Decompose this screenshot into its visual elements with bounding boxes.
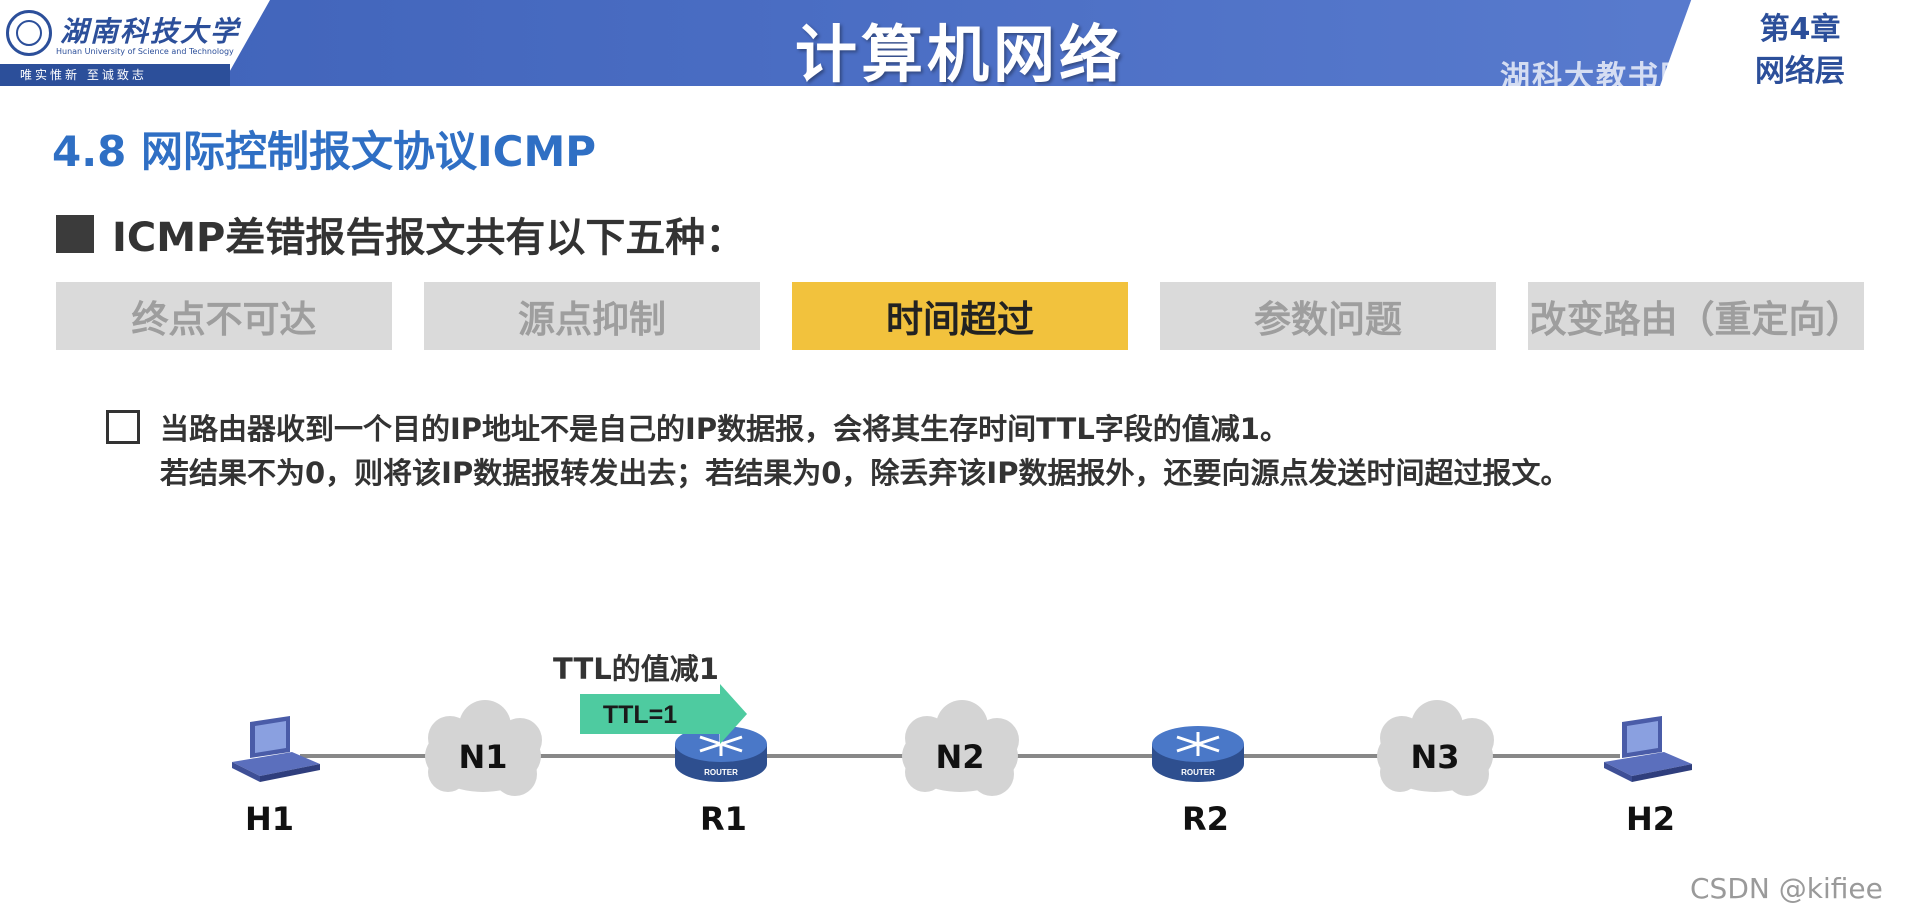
ttl-annotation: TTL的值减1 xyxy=(553,652,719,686)
source-watermark: CSDN @kifiee xyxy=(1690,872,1883,905)
tab-label: 改变路由（重定向） xyxy=(1529,298,1863,341)
router-r2-icon: ROUTER xyxy=(1152,726,1244,782)
description-line-2: 若结果不为0，则将该IP数据报转发出去；若结果为0，除丢弃该IP数据报外，还要向… xyxy=(160,456,1570,490)
node-label-n3: N3 xyxy=(1410,738,1460,776)
tab-label: 终点不可达 xyxy=(131,298,317,341)
node-label-n1: N1 xyxy=(458,738,508,776)
header-bar xyxy=(0,0,1920,86)
tab-destination-unreachable[interactable]: 终点不可达 xyxy=(56,282,392,350)
chapter-box xyxy=(1660,0,1920,86)
chapter-number: 第4章 xyxy=(1759,12,1841,47)
node-label-r2: R2 xyxy=(1182,800,1229,838)
tab-redirect[interactable]: 改变路由（重定向） xyxy=(1528,282,1864,350)
ttl-packet-label: TTL=1 xyxy=(603,701,677,729)
node-label-h2: H2 xyxy=(1626,800,1676,838)
node-label-h1: H1 xyxy=(245,800,295,838)
heading-text: ICMP差错报告报文共有以下五种： xyxy=(112,215,746,261)
course-title: 计算机网络 xyxy=(794,18,1125,91)
tab-time-exceeded[interactable]: 时间超过 xyxy=(792,282,1128,350)
router-r1-badge: ROUTER xyxy=(704,768,738,777)
motto-bar xyxy=(0,64,230,86)
tab-label: 时间超过 xyxy=(886,298,1034,341)
checkbox-icon xyxy=(106,410,140,444)
chapter-name: 网络层 xyxy=(1755,54,1845,89)
host-h2-icon xyxy=(1604,716,1692,782)
watermark: 湖科大教书匠 xyxy=(1500,60,1692,95)
host-h1-icon xyxy=(232,716,320,782)
tab-label: 源点抑制 xyxy=(518,298,666,341)
university-seal-icon xyxy=(6,10,52,56)
tab-label: 参数问题 xyxy=(1254,298,1402,341)
node-label-r1: R1 xyxy=(700,800,747,838)
network-topology: ROUTER ROUTER xyxy=(232,684,1692,796)
university-name: 湖南科技大学 xyxy=(60,15,241,48)
description-line-1: 当路由器收到一个目的IP地址不是自己的IP数据报，会将其生存时间TTL字段的值减… xyxy=(160,412,1289,446)
network-diagram: TTL的值减1 xyxy=(0,640,1920,860)
node-label-n2: N2 xyxy=(935,738,985,776)
ttl-packet-icon: TTL=1 xyxy=(580,684,747,744)
section-title: 4.8 网际控制报文协议ICMP xyxy=(52,127,597,176)
university-motto: 唯实惟新 至诚致志 xyxy=(20,68,147,82)
cloud-n2-icon xyxy=(902,700,1019,796)
cloud-n1-icon xyxy=(425,700,542,796)
router-r1-icon: ROUTER xyxy=(675,726,767,782)
icmp-type-tabs: 终点不可达 源点抑制 时间超过 参数问题 改变路由（重定向） xyxy=(56,282,1864,350)
heading-row: ICMP差错报告报文共有以下五种： xyxy=(56,205,745,263)
tab-source-quench[interactable]: 源点抑制 xyxy=(424,282,760,350)
bullet-square-icon xyxy=(56,215,94,253)
university-name-en: Hunan University of Science and Technolo… xyxy=(56,47,234,56)
tab-parameter-problem[interactable]: 参数问题 xyxy=(1160,282,1496,350)
cloud-n3-icon xyxy=(1377,700,1494,796)
router-r2-badge: ROUTER xyxy=(1181,768,1215,777)
